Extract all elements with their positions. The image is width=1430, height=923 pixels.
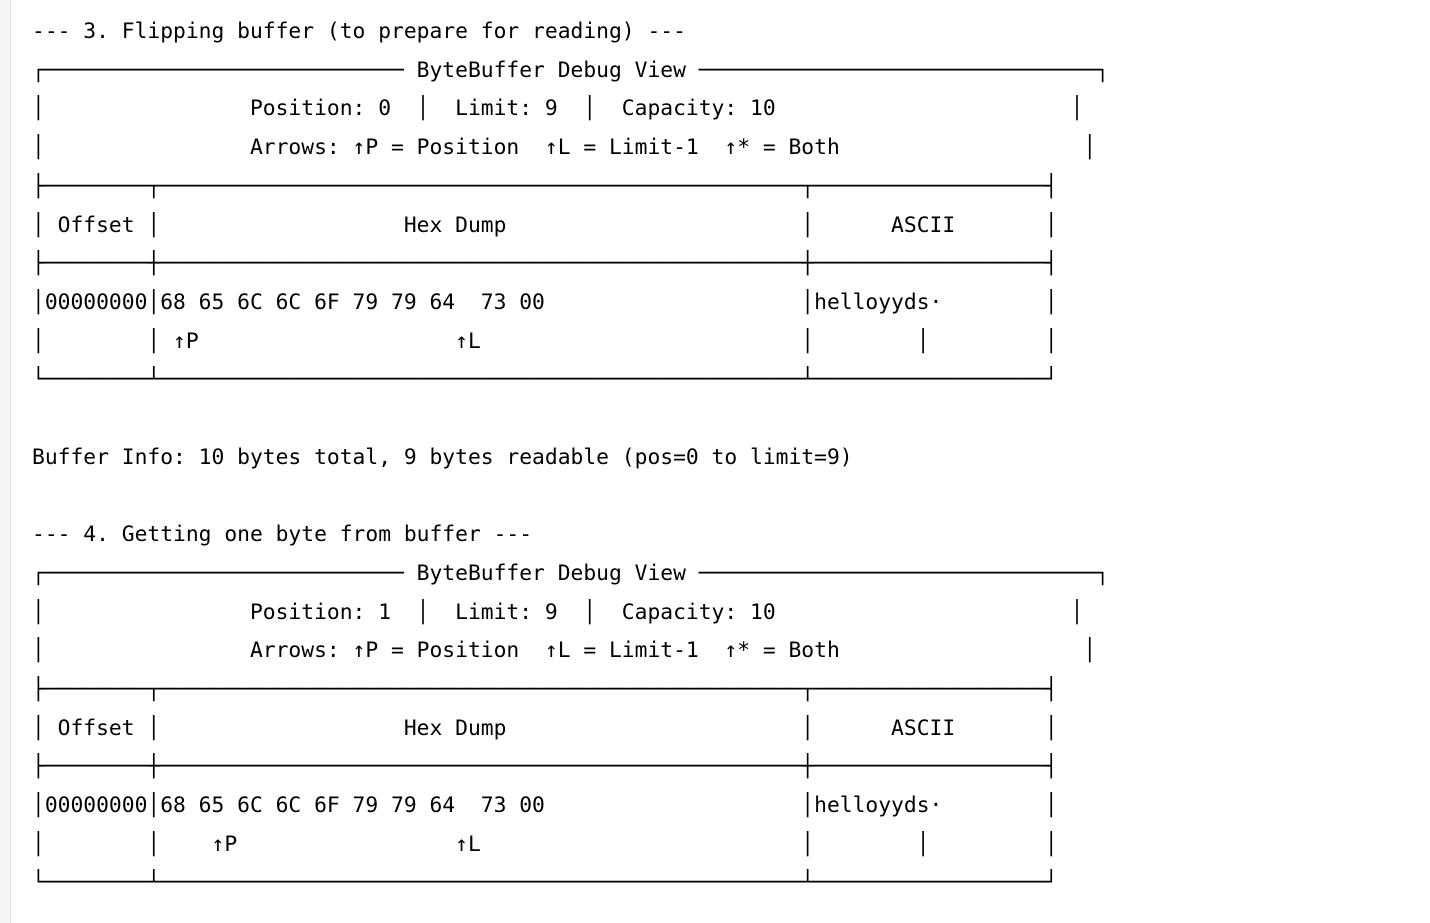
table-data-row-2: │00000000│68 65 6C 6C 6F 79 79 64 73 00 … [32, 793, 1058, 819]
blank-line-1 [32, 400, 1430, 439]
table-bottom-rule-1: └────────┴──────────────────────────────… [32, 367, 1058, 393]
table-arrow-row-1: │ │ ↑P ↑L │ │ │ [32, 328, 1058, 354]
table-header-rule-1: ├────────┼──────────────────────────────… [32, 251, 1058, 277]
buffer-status-line-2: │ Position: 1 │ Limit: 9 │ Capacity: 10 … [32, 599, 1084, 625]
buffer-status-line-1: │ Position: 0 │ Limit: 9 │ Capacity: 10 … [32, 96, 1084, 122]
console-output-panel[interactable]: --- 3. Flipping buffer (to prepare for r… [12, 0, 1430, 923]
table-header-row-1: │ Offset │ Hex Dump │ ASCII │ [32, 212, 1058, 238]
arrows-legend-line-1: │ Arrows: ↑P = Position ↑L = Limit-1 ↑* … [32, 135, 1097, 161]
debug-view-title-border-2: ┌──────────────────────────── ByteBuffer… [32, 560, 1110, 586]
table-data-row-1: │00000000│68 65 6C 6C 6F 79 79 64 73 00 … [32, 289, 1058, 315]
console-text-block[interactable]: --- 3. Flipping buffer (to prepare for r… [12, 0, 1430, 903]
section-heading-getting-one-byte: --- 4. Getting one byte from buffer --- [32, 522, 533, 548]
table-header-row-2: │ Offset │ Hex Dump │ ASCII │ [32, 715, 1058, 741]
console-gutter-strip [0, 0, 11, 923]
arrows-legend-line-2: │ Arrows: ↑P = Position ↑L = Limit-1 ↑* … [32, 638, 1097, 664]
blank-line-2 [32, 477, 1430, 516]
table-top-rule-1: ├────────┬──────────────────────────────… [32, 173, 1058, 199]
table-arrow-row-2: │ │ ↑P ↑L │ │ │ [32, 831, 1058, 857]
section-heading-flipping-buffer: --- 3. Flipping buffer (to prepare for r… [32, 19, 686, 44]
debug-view-title-border-1: ┌──────────────────────────── ByteBuffer… [32, 57, 1110, 83]
table-top-rule-2: ├────────┬──────────────────────────────… [32, 676, 1058, 702]
table-bottom-rule-2: └────────┴──────────────────────────────… [32, 870, 1058, 896]
buffer-info-line: Buffer Info: 10 bytes total, 9 bytes rea… [32, 444, 853, 470]
table-header-rule-2: ├────────┼──────────────────────────────… [32, 754, 1058, 780]
